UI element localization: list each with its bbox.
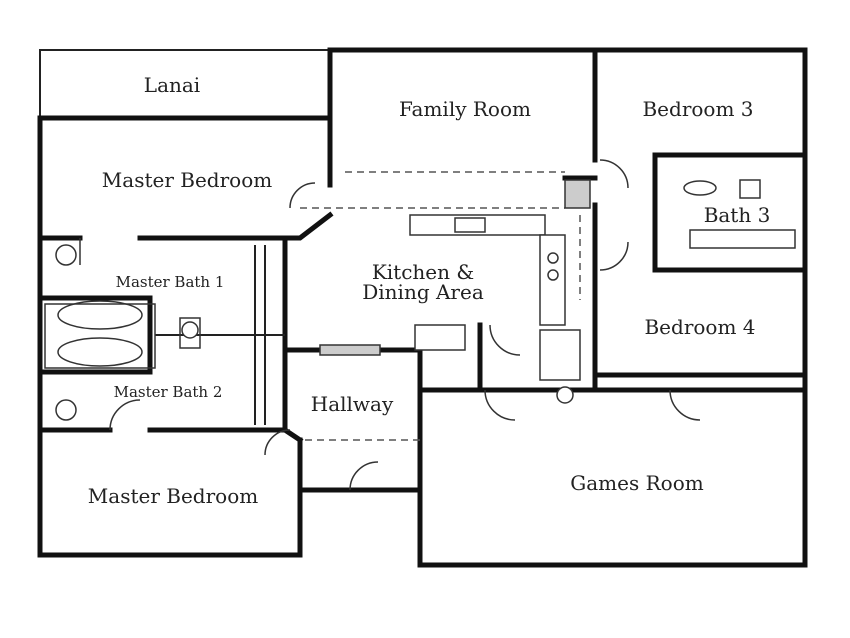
door-swings xyxy=(79,159,701,491)
label-bedroom-4: Bedroom 4 xyxy=(644,315,755,339)
label-games-room: Games Room xyxy=(570,471,703,495)
label-master-bath-2: Master Bath 2 xyxy=(114,383,223,401)
kitchen-fixtures xyxy=(319,179,591,404)
label-kitchen-line1: Kitchen & xyxy=(372,260,474,284)
room-labels: Lanai Family Room Bedroom 3 Master Bedro… xyxy=(88,73,771,508)
label-lanai: Lanai xyxy=(144,73,200,97)
label-hallway: Hallway xyxy=(311,392,394,416)
label-master-bedroom-bottom: Master Bedroom xyxy=(88,484,258,508)
label-master-bath-1: Master Bath 1 xyxy=(116,273,225,291)
dashed-openings xyxy=(300,171,581,441)
label-family-room: Family Room xyxy=(399,97,531,121)
label-kitchen-line2: Dining Area xyxy=(362,280,484,304)
bath-fixtures xyxy=(44,179,796,421)
interior-walls xyxy=(37,47,808,493)
label-bath-3: Bath 3 xyxy=(704,203,771,227)
label-master-bedroom-top: Master Bedroom xyxy=(102,168,272,192)
label-bedroom-3: Bedroom 3 xyxy=(642,97,753,121)
